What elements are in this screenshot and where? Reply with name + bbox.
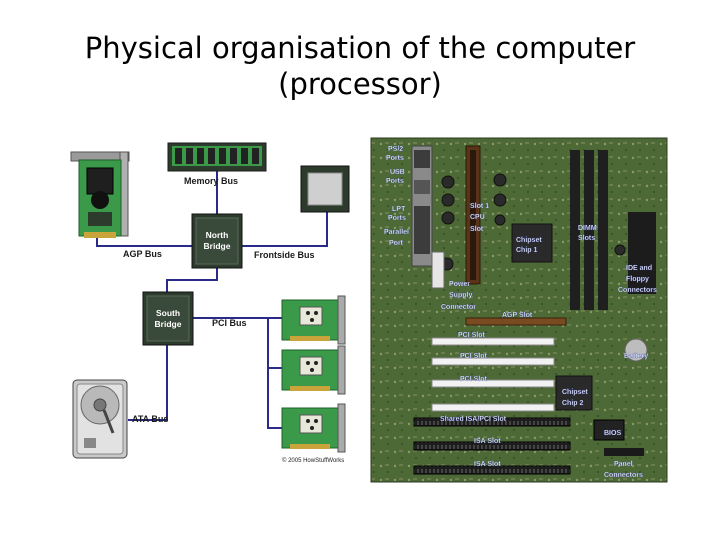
mb-label-slot1-2: CPU (470, 214, 485, 221)
bus-lines (96, 171, 328, 429)
architecture-diagram: Memory Bus AGP Bus North Bridge Frontsid… (70, 142, 350, 464)
mb-label-chipset2-2: Chip 2 (562, 400, 583, 407)
south-bridge-label-1: South (156, 308, 180, 318)
mb-label-parallel-1: Parallel (384, 229, 409, 236)
mb-label-shared-slot: Shared ISA/PCI Slot (440, 416, 507, 423)
motherboard-labels: PS/2 Ports USB Ports LPT Ports Parallel … (384, 146, 657, 479)
frontside-bus-label: Frontside Bus (254, 250, 315, 260)
mb-label-panel-2: Connectors (604, 472, 643, 479)
ata-bus-line (128, 345, 168, 421)
copyright-text: © 2005 HowStuffWorks (282, 457, 344, 464)
mb-label-lpt-1: LPT (392, 206, 406, 213)
agp-bus-label: AGP Bus (123, 249, 162, 259)
mb-label-battery: Battery (624, 353, 648, 360)
page-title: Physical organisation of the computer (p… (0, 30, 720, 102)
mb-label-ide-1: IDE and (626, 265, 652, 272)
north-bridge-label-1: North (206, 230, 229, 240)
title-line-2: (processor) (278, 67, 442, 101)
frontside-bus-line (242, 212, 328, 247)
title-line-1: Physical organisation of the computer (84, 31, 636, 65)
mb-label-ps2-2: Ports (386, 155, 404, 162)
mb-label-panel-1: Panel (614, 461, 633, 468)
mb-label-lpt-2: Ports (388, 215, 406, 222)
pci-bus-line (193, 317, 282, 429)
hard-disk-drive (72, 379, 128, 459)
motherboard-photo: PS/2 Ports USB Ports LPT Ports Parallel … (370, 137, 668, 483)
mb-label-usb-2: Ports (386, 178, 404, 185)
mb-label-dimm-2: Slots (578, 235, 595, 242)
mb-label-ide-2: Floppy (626, 276, 649, 283)
south-bridge-chip: South Bridge (142, 291, 194, 346)
mb-label-parallel-2: Port (389, 240, 404, 247)
mb-label-isa-slot-2: ISA Slot (474, 461, 501, 468)
mb-label-ps2-1: PS/2 (388, 146, 403, 153)
pci-card-3 (281, 403, 346, 453)
mb-label-chipset1-1: Chipset (516, 237, 542, 244)
pci-card-1 (281, 295, 346, 345)
cpu-chip (300, 165, 350, 213)
nb-sb-link (166, 268, 218, 292)
memory-bus-label: Memory Bus (184, 176, 238, 186)
mb-label-ide-3: Connectors (618, 287, 657, 294)
mb-label-dimm-1: DIMM (578, 225, 597, 232)
mb-label-agp-slot: AGP Slot (502, 312, 533, 319)
mb-label-slot1-3: Slot (470, 226, 484, 233)
mb-label-pci-slot-2: PCI Slot (460, 353, 488, 360)
mb-label-pci-slot-1: PCI Slot (458, 332, 486, 339)
mb-label-chipset1-2: Chip 1 (516, 247, 537, 254)
north-bridge-label-2: Bridge (204, 241, 231, 251)
pci-card-2 (281, 345, 346, 395)
mb-label-slot1-1: Slot 1 (470, 203, 489, 210)
mb-label-power-1: Power (449, 281, 470, 288)
mb-label-usb-1: USB (390, 169, 405, 176)
pci-bus-label: PCI Bus (212, 318, 247, 328)
mb-label-bios: BIOS (604, 430, 621, 437)
south-bridge-label-2: Bridge (155, 319, 182, 329)
mb-label-isa-slot-1: ISA Slot (474, 438, 501, 445)
mb-label-pci-slot-3: PCI Slot (460, 376, 488, 383)
memory-module (167, 142, 267, 172)
agp-graphics-card (70, 151, 130, 238)
agp-bus-line (96, 238, 192, 247)
mb-label-power-2: Supply (449, 292, 472, 299)
ata-bus-label: ATA Bus (132, 414, 168, 424)
mb-label-chipset2-1: Chipset (562, 389, 588, 396)
mb-label-power-3: Connector (441, 304, 476, 311)
north-bridge-chip: North Bridge (191, 213, 243, 269)
